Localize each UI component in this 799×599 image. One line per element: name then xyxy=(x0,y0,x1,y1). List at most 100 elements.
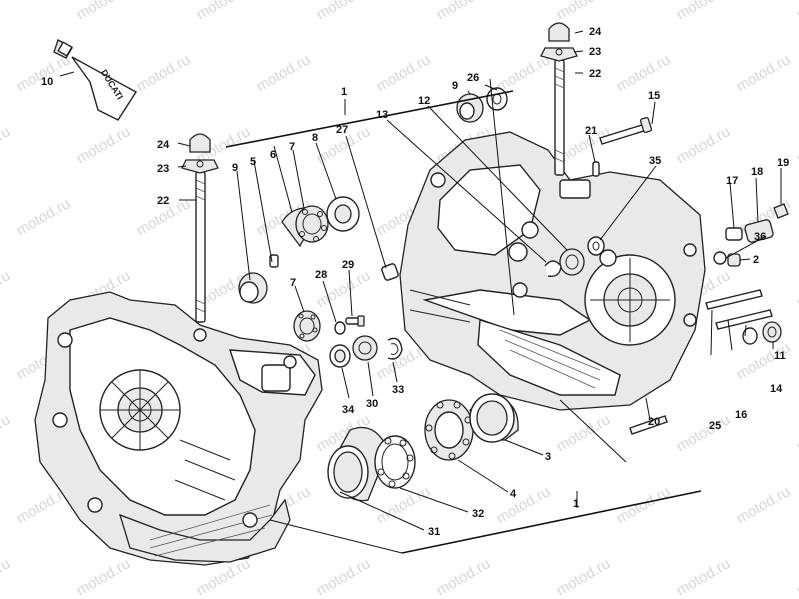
crankcase-stud-left xyxy=(195,171,206,323)
washer-36 xyxy=(713,251,727,265)
bolt-15 xyxy=(599,116,653,145)
watermark-text: motod.ru xyxy=(734,483,794,527)
plug-11 xyxy=(762,321,782,343)
watermark-text: motod.ru xyxy=(434,555,494,599)
callout-13: 13 xyxy=(376,109,388,121)
circlip-33 xyxy=(387,337,403,360)
callout-30: 30 xyxy=(366,398,378,410)
callout-21: 21 xyxy=(585,125,597,137)
watermark-text: motod.ru xyxy=(554,555,614,599)
watermark-text: motod.ru xyxy=(0,267,13,311)
bracket-line-top xyxy=(225,90,514,148)
watermark-text: motod.ru xyxy=(254,51,314,95)
crankcase-stud-right xyxy=(554,59,565,176)
callout-18: 18 xyxy=(751,166,763,178)
watermark-text: motod.ru xyxy=(74,123,134,167)
callout-2: 2 xyxy=(753,254,759,266)
callout-20: 20 xyxy=(648,416,660,428)
watermark-text: motod.ru xyxy=(614,483,674,527)
watermark-text: motod.ru xyxy=(674,123,734,167)
spring-17-18 xyxy=(725,219,774,243)
callout-9-right: 9 xyxy=(452,80,458,92)
callout-3: 3 xyxy=(545,451,551,463)
left-crankcase-half xyxy=(34,291,323,566)
callout-12: 12 xyxy=(418,95,430,107)
callout-23-right: 23 xyxy=(589,46,601,58)
watermark-text: motod.ru xyxy=(794,123,799,167)
callout-1-bottom: 1 xyxy=(573,498,579,510)
callout-19: 19 xyxy=(777,157,789,169)
callout-27: 27 xyxy=(336,124,348,136)
bearing-12 xyxy=(559,248,585,276)
callout-14: 14 xyxy=(770,383,783,395)
callout-5: 5 xyxy=(250,156,256,168)
callout-1-top: 1 xyxy=(341,86,347,98)
watermark-text: motod.ru xyxy=(374,51,434,95)
callout-33: 33 xyxy=(392,384,404,396)
watermark-text: motod.ru xyxy=(794,0,799,23)
watermark-text: motod.ru xyxy=(794,411,799,455)
washer-23-right xyxy=(540,47,578,62)
callout-36: 36 xyxy=(754,231,766,243)
sealant-tube: DUCATI xyxy=(53,39,137,121)
dowel-20 xyxy=(629,415,668,435)
bearing-30 xyxy=(352,335,378,361)
watermark-text: motod.ru xyxy=(74,0,134,23)
circlip-13 xyxy=(544,260,562,277)
callout-17: 17 xyxy=(726,175,738,187)
bearing-race-31 xyxy=(327,426,389,502)
callout-15: 15 xyxy=(648,90,660,102)
pin-27 xyxy=(381,263,399,281)
watermark-text: motod.ru xyxy=(734,51,794,95)
roller-bearing-32 xyxy=(374,435,416,489)
callout-10: 10 xyxy=(41,76,53,88)
watermark-text: motod.ru xyxy=(74,555,134,599)
callout-34: 34 xyxy=(342,404,355,416)
callout-4: 4 xyxy=(510,488,517,500)
callout-11: 11 xyxy=(774,350,786,362)
roller-bearing-4 xyxy=(424,399,474,461)
dowel-21 xyxy=(592,161,600,177)
watermark-text: motod.ru xyxy=(494,51,554,95)
watermark-text: motod.ru xyxy=(0,411,13,455)
oil-seal-8 xyxy=(326,196,360,232)
watermark-text: motod.ru xyxy=(674,0,734,23)
callout-9-left: 9 xyxy=(232,162,238,174)
washer-35 xyxy=(587,236,605,256)
callout-7-lower: 7 xyxy=(290,277,296,289)
screw-5 xyxy=(269,254,279,268)
bolt-29 xyxy=(345,315,365,327)
callout-16: 16 xyxy=(735,409,747,421)
watermark-text: motod.ru xyxy=(434,0,494,23)
callout-29: 29 xyxy=(342,259,354,271)
watermark-text: motod.ru xyxy=(494,483,554,527)
callout-6: 6 xyxy=(270,149,276,161)
callout-31: 31 xyxy=(428,526,440,538)
watermark-text: motod.ru xyxy=(194,0,254,23)
cap-19 xyxy=(773,203,789,219)
watermark-text: motod.ru xyxy=(0,123,13,167)
callout-7-upper: 7 xyxy=(289,141,295,153)
leader-lines xyxy=(59,30,782,554)
washer-28 xyxy=(334,321,346,335)
nut-24-left xyxy=(189,133,211,153)
watermark-text: motod.ru xyxy=(614,51,674,95)
roller-bearing-7-lower xyxy=(293,310,321,342)
callout-24-right: 24 xyxy=(589,26,602,38)
callout-22-left: 22 xyxy=(157,195,169,207)
watermark-text: motod.ru xyxy=(554,411,614,455)
callout-22-right: 22 xyxy=(589,68,601,80)
callout-25: 25 xyxy=(709,420,721,432)
watermark-text: motod.ru xyxy=(314,0,374,23)
watermark-text: motod.ru xyxy=(674,411,734,455)
callout-8: 8 xyxy=(312,132,318,144)
bearing-34 xyxy=(329,344,351,368)
callout-26: 26 xyxy=(467,72,479,84)
watermark-text: motod.ru xyxy=(794,555,799,599)
washer-23-left xyxy=(181,159,219,174)
callout-labels: 1 1 2 3 4 5 6 7 7 8 9 9 10 11 12 13 14 1… xyxy=(41,26,789,538)
nut-24-right xyxy=(548,22,570,42)
callout-23-left: 23 xyxy=(157,163,169,175)
bearing-race-3 xyxy=(469,393,519,443)
